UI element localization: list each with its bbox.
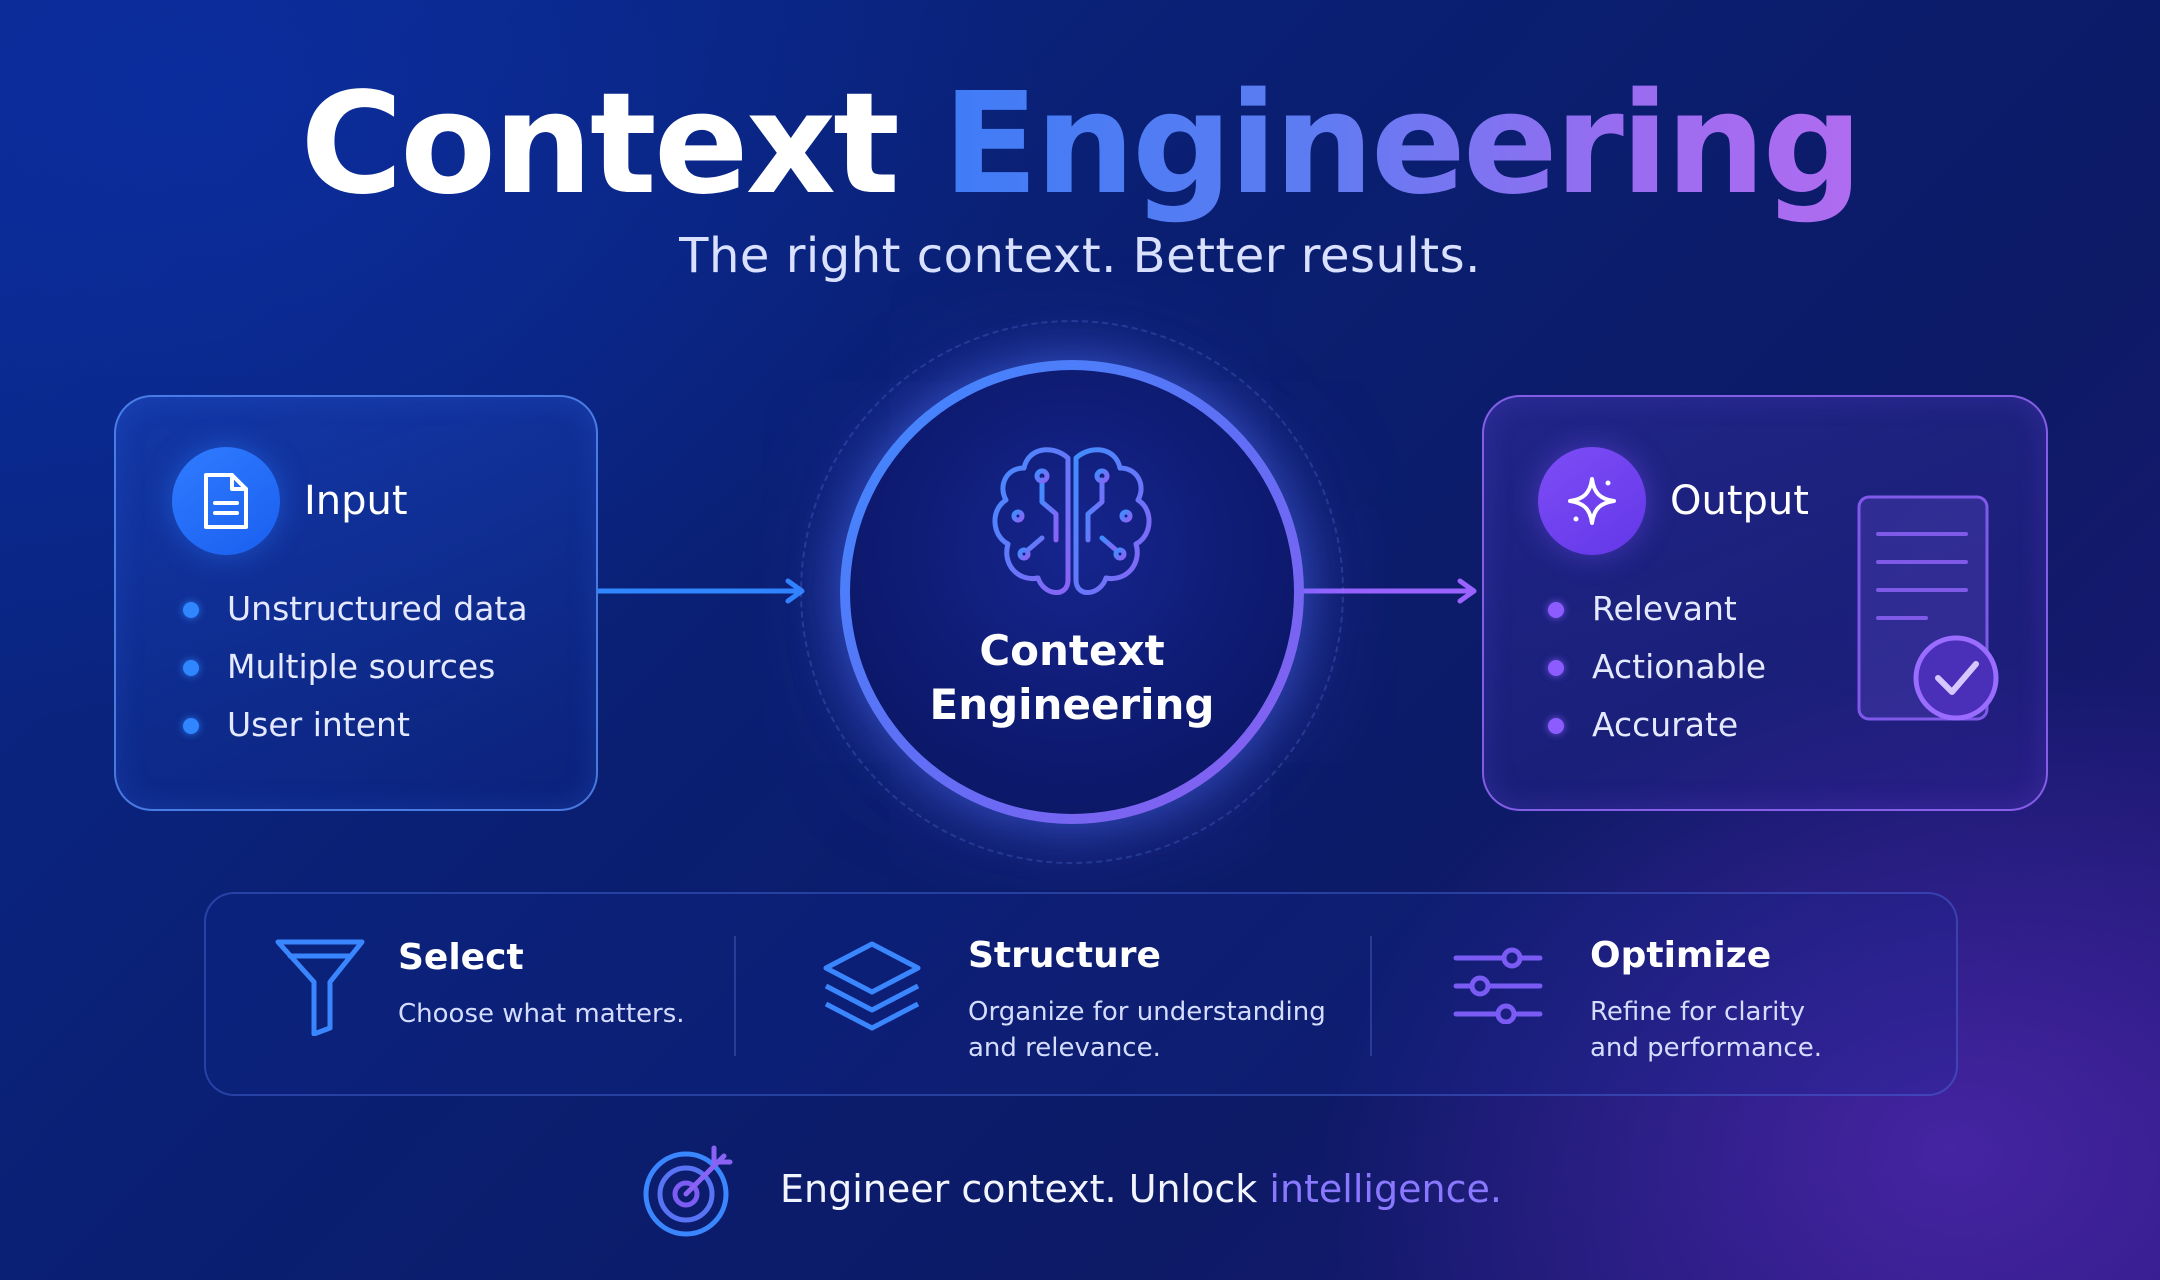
list-item: User intent [183,696,528,754]
input-title: Input [304,478,408,524]
list-item: Multiple sources [183,638,528,696]
output-list: Relevant Actionable Accurate [1548,580,1766,754]
title-word-engineering: Engineering [942,63,1863,226]
center-circle-inner [850,370,1294,814]
center-halo [800,320,1344,864]
bullet-dot [183,660,199,676]
list-item-label: Unstructured data [227,589,528,628]
bullet-dot [1548,660,1564,676]
bullet-dot [1548,602,1564,618]
list-item-label: Actionable [1592,647,1766,686]
bullet-dot [183,602,199,618]
list-item-label: User intent [227,705,410,744]
arrow-right-icon [598,578,805,604]
target-arrow-icon [643,1145,733,1237]
sparkle-icon [1538,447,1646,555]
list-item-label: Accurate [1592,705,1739,744]
list-item: Relevant [1548,580,1766,638]
list-item: Actionable [1548,638,1766,696]
list-item-label: Multiple sources [227,647,496,686]
divider [1370,936,1372,1056]
layers-icon [823,941,921,1031]
steps-panel [204,892,1958,1096]
bullet-dot [183,718,199,734]
brain-circuit-icon [992,447,1152,595]
tagline-highlight: intelligence. [1269,1167,1502,1211]
step-desc-optimize: Refine for clarity and performance. [1590,997,1822,1063]
list-item-label: Relevant [1592,589,1737,628]
input-list: Unstructured data Multiple sources User … [183,580,528,754]
subtitle: The right context. Better results. [679,228,1481,284]
document-icon [172,447,280,555]
tagline: Engineer context. Unlock intelligence. [780,1163,1502,1215]
title-word-context: Context [300,63,900,226]
step-title-optimize: Optimize [1590,935,1772,976]
step-desc-structure: Organize for understanding and relevance… [968,997,1326,1063]
output-title: Output [1670,478,1809,524]
sliders-icon [1453,947,1543,1024]
divider [734,936,736,1056]
funnel-icon [275,939,365,1036]
list-item: Unstructured data [183,580,528,638]
step-title-structure: Structure [968,935,1161,976]
center-circle [840,360,1304,824]
bullet-dot [1548,718,1564,734]
list-item: Accurate [1548,696,1766,754]
center-label: Context Engineering [929,626,1215,729]
step-desc-select: Choose what matters. [398,999,685,1029]
step-title-select: Select [398,937,524,978]
tagline-main: Engineer context. Unlock [780,1167,1270,1211]
page-title: Context Engineering [0,60,2160,230]
checked-document-icon [1857,495,1999,721]
